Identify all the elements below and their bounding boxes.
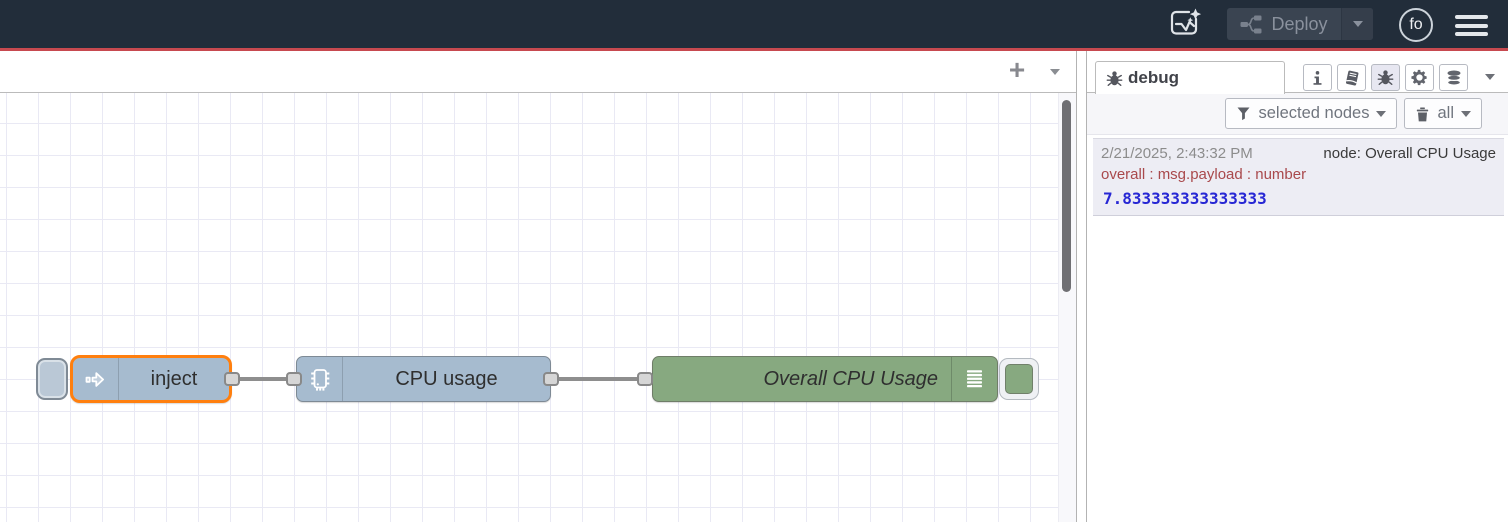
sidebar-menu-caret-icon[interactable]: [1485, 74, 1495, 80]
node-label: Overall CPU Usage: [763, 367, 938, 390]
cpu-chip-icon: [297, 357, 343, 401]
message-timestamp: 2/21/2025, 2:43:32 PM: [1101, 145, 1253, 162]
message-source-node: node: Overall CPU Usage: [1323, 145, 1496, 162]
message-value[interactable]: 7.833333333333333: [1103, 189, 1267, 208]
clear-messages-button[interactable]: all: [1404, 98, 1482, 129]
main-area: + inject: [0, 51, 1508, 522]
header: Deploy fo: [0, 0, 1508, 48]
header-accent-bar: [0, 48, 1508, 51]
filter-button[interactable]: selected nodes: [1225, 98, 1398, 129]
debug-list-icon: [951, 357, 997, 401]
bug-icon: [1106, 70, 1123, 86]
cpu-output-port[interactable]: [543, 372, 559, 386]
node-label: CPU usage: [395, 367, 498, 390]
flow-list-caret-icon[interactable]: [1050, 69, 1060, 75]
tab-debug[interactable]: debug: [1095, 61, 1285, 94]
deploy-options-button[interactable]: [1341, 8, 1373, 40]
debug-message-list: 2/21/2025, 2:43:32 PM node: Overall CPU …: [1087, 135, 1508, 522]
debug-node[interactable]: Overall CPU Usage: [652, 356, 998, 402]
inject-output-port[interactable]: [224, 372, 240, 386]
clear-label: all: [1437, 104, 1454, 122]
debug-input-port[interactable]: [637, 372, 653, 386]
inject-node[interactable]: inject: [70, 355, 232, 403]
node-label: inject: [150, 367, 198, 390]
settings-button[interactable]: [1405, 64, 1434, 91]
flow-canvas[interactable]: inject CPU usage: [0, 93, 1076, 522]
context-data-button[interactable]: [1439, 64, 1468, 91]
deploy-label: Deploy: [1271, 13, 1328, 34]
tab-debug-label: debug: [1128, 68, 1179, 87]
debug-sidebar: debug: [1086, 51, 1508, 522]
trash-icon: [1417, 106, 1429, 121]
sidebar-tab-buttons: [1303, 64, 1468, 91]
database-icon: [1446, 70, 1461, 86]
chevron-down-icon: [1376, 110, 1387, 117]
workspace-tabbar: +: [0, 51, 1076, 93]
chevron-down-icon: [1461, 110, 1471, 117]
funnel-icon: [1237, 107, 1250, 121]
help-button[interactable]: [1337, 64, 1366, 91]
message-property: overall : msg.payload : number: [1101, 166, 1307, 183]
filter-label: selected nodes: [1258, 104, 1370, 122]
debug-button[interactable]: [1371, 64, 1400, 91]
book-icon: [1345, 70, 1358, 85]
workspace: + inject: [0, 51, 1077, 522]
chevron-down-icon: [1352, 21, 1363, 27]
wire-cpu-to-debug[interactable]: [559, 377, 637, 381]
canvas-scrollbar-track[interactable]: [1058, 93, 1076, 522]
info-button[interactable]: [1303, 64, 1332, 91]
info-icon: [1313, 70, 1322, 85]
add-flow-button[interactable]: +: [1008, 54, 1026, 85]
gear-icon: [1411, 69, 1427, 86]
debug-toolbar: selected nodes all: [1087, 93, 1508, 135]
deploy-button[interactable]: Deploy: [1227, 8, 1373, 40]
hamburger-menu-icon[interactable]: [1455, 15, 1488, 41]
bug-icon: [1377, 70, 1394, 85]
ai-assistant-icon[interactable]: [1167, 7, 1203, 41]
avatar[interactable]: fo: [1399, 8, 1433, 42]
canvas-scrollbar-thumb[interactable]: [1062, 100, 1071, 292]
avatar-initials: fo: [1409, 16, 1423, 33]
deploy-flow-icon: [1240, 15, 1262, 33]
cpu-usage-node[interactable]: CPU usage: [296, 356, 551, 402]
inject-icon: [73, 358, 119, 400]
debug-toggle-button[interactable]: [999, 358, 1039, 400]
cpu-input-port[interactable]: [286, 372, 302, 386]
sidebar-tabrow: debug: [1087, 51, 1508, 94]
wire-inject-to-cpu[interactable]: [240, 377, 286, 381]
debug-message[interactable]: 2/21/2025, 2:43:32 PM node: Overall CPU …: [1093, 138, 1504, 216]
inject-trigger-button[interactable]: [36, 358, 68, 400]
